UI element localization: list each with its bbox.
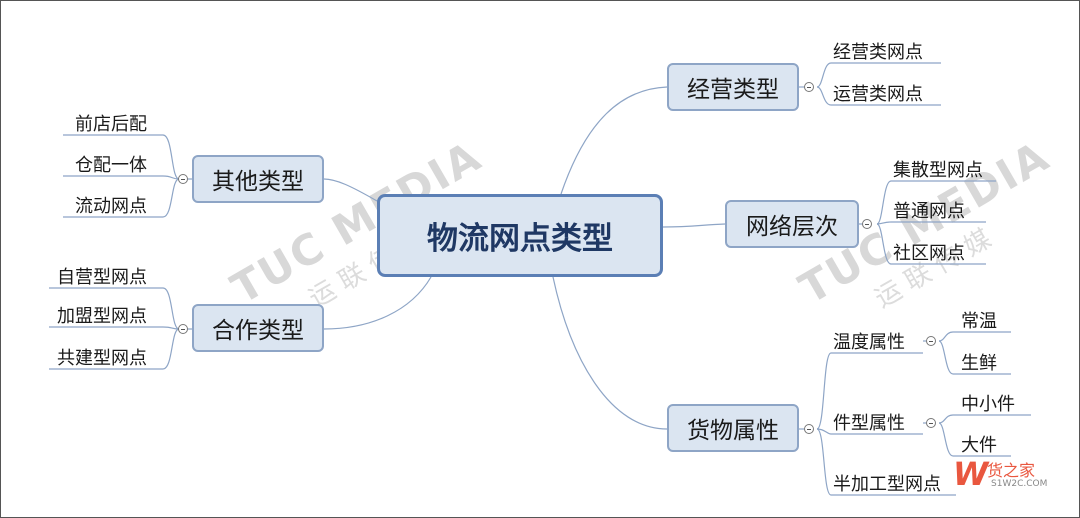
collapse-toggle-qita[interactable] [178,174,188,184]
corner-logo: W 货之家 S1W2C.COM [953,455,1059,499]
collapse-toggle-wendu[interactable] [926,336,936,346]
leaf-hezuo-3[interactable]: 共建型网点 [57,348,147,369]
collapse-toggle-huowu[interactable] [804,424,814,434]
branch-huowu[interactable]: 货物属性 [667,404,799,452]
leaf-jianxing-1[interactable]: 中小件 [961,394,1015,415]
collapse-toggle-jingying[interactable] [804,82,814,92]
leaf-banjiagong[interactable]: 半加工型网点 [833,474,941,495]
center-node[interactable]: 物流网点类型 [377,194,663,277]
connector-center-huowu [552,276,668,430]
leaf-qita-2[interactable]: 仓配一体 [75,155,147,176]
logo-mark: W [953,455,989,493]
connector-center-wangluo [662,223,726,228]
leaf-qita-3[interactable]: 流动网点 [75,196,147,217]
leaf-wangluo-3[interactable]: 社区网点 [893,243,965,264]
collapse-toggle-wangluo[interactable] [862,219,872,229]
leaf-wangluo-1[interactable]: 集散型网点 [893,160,983,181]
collapse-toggle-hezuo[interactable] [178,324,188,334]
branch-hezuo[interactable]: 合作类型 [192,304,324,352]
collapse-toggle-jianxing[interactable] [926,418,936,428]
leaf-jingying-2[interactable]: 运营类网点 [833,84,923,105]
leaf-hezuo-1[interactable]: 自营型网点 [57,267,147,288]
leaf-jianxing-2[interactable]: 大件 [961,435,997,456]
logo-text: 货之家 [987,461,1036,480]
leaf-wendu-2[interactable]: 生鲜 [961,353,997,374]
branch-jingying[interactable]: 经营类型 [667,63,799,111]
connector-center-hezuo [323,276,432,330]
logo-site: S1W2C.COM [991,479,1048,489]
leaf-wangluo-2[interactable]: 普通网点 [893,201,965,222]
leaf-wendu-1[interactable]: 常温 [961,311,997,332]
connector-center-jingying [560,86,668,195]
connector-center-qita [323,178,378,202]
leaf-hezuo-2[interactable]: 加盟型网点 [57,306,147,327]
branch-wangluo[interactable]: 网络层次 [725,200,859,248]
leaf-qita-1[interactable]: 前店后配 [75,114,147,135]
branch-qita[interactable]: 其他类型 [192,155,324,203]
leaf-jingying-1[interactable]: 经营类网点 [833,42,923,63]
sub-branch-jianxing[interactable]: 件型属性 [833,413,905,434]
sub-branch-wendu[interactable]: 温度属性 [833,332,905,353]
